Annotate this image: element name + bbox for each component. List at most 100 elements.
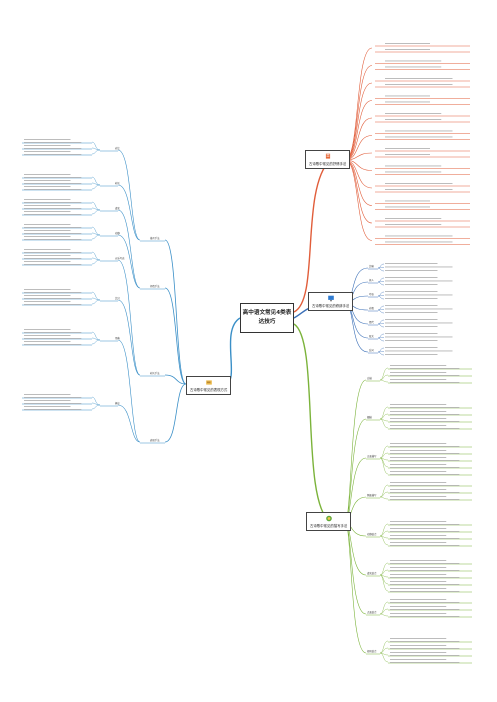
leaf-text xyxy=(385,291,438,292)
leaf-text xyxy=(390,574,447,575)
branch-rhetoric-methods[interactable]: 古诗歌中常见的修辞手法 xyxy=(308,292,354,311)
sub-label: 侧面描写 xyxy=(367,493,377,497)
leaf-text xyxy=(385,294,453,296)
edge-expression-sub xyxy=(117,299,141,376)
leaf-text xyxy=(24,151,71,152)
edge-leaf xyxy=(91,226,101,236)
edge-expression-sub xyxy=(117,259,141,376)
sub-label: 借代 xyxy=(369,320,374,324)
leaf-text xyxy=(390,538,460,539)
leaf-text xyxy=(390,659,447,660)
edge-expression-sub xyxy=(117,339,141,443)
edge-leaf xyxy=(377,351,385,356)
edge-leaf xyxy=(91,404,101,410)
leaf-text xyxy=(385,119,442,120)
branch-description-methods[interactable]: 古诗歌中常见的描写手法 xyxy=(306,512,352,531)
leaf-text xyxy=(390,375,460,376)
leaf-text xyxy=(24,239,82,240)
leaf-text xyxy=(24,205,71,206)
edge-leaf xyxy=(91,209,101,215)
edge-expression-group xyxy=(164,374,187,385)
leaf-text xyxy=(385,305,438,306)
leaf-text xyxy=(390,609,460,610)
leaf-text xyxy=(385,113,442,114)
leaf-text xyxy=(24,233,82,234)
leaf-text xyxy=(24,341,71,342)
leaf-text xyxy=(390,521,447,522)
leaf-text xyxy=(390,464,447,465)
leaf-text xyxy=(385,95,430,97)
leaf-text xyxy=(385,263,438,264)
sub-label: 动静 xyxy=(115,231,120,235)
leaf-text xyxy=(385,206,430,208)
leaf-text xyxy=(390,545,460,546)
edge-description-sub xyxy=(344,521,367,654)
leaf-text xyxy=(24,208,82,209)
leaf-text xyxy=(390,652,447,653)
leaf-text xyxy=(24,148,82,149)
branch-label: 古诗歌中常见的抒情手法 xyxy=(309,162,347,166)
leaf-text xyxy=(24,177,82,178)
leaf-text xyxy=(390,382,460,383)
edge-root-description xyxy=(293,323,331,523)
sub-label: 比兴 xyxy=(115,296,120,300)
leaf-text xyxy=(390,460,460,461)
edge-root-expression xyxy=(225,317,241,385)
leaf-text xyxy=(24,214,82,215)
edge-leaf xyxy=(379,379,389,383)
edge-leaf xyxy=(91,141,101,151)
root-topic[interactable]: 高中语文常见4类表达技巧 xyxy=(240,303,294,333)
leaf-text xyxy=(390,531,460,532)
leaf-text xyxy=(390,535,447,536)
leaf-text xyxy=(385,284,438,285)
sub-label: 虚实 xyxy=(115,206,120,210)
group-label: 衬托手法 xyxy=(150,371,160,375)
leaf-text xyxy=(24,252,82,253)
leaf-text xyxy=(24,174,71,175)
leaf-text xyxy=(24,139,71,140)
leaf-text xyxy=(390,641,460,642)
edge-leaf xyxy=(379,484,389,498)
edge-leaf xyxy=(91,396,101,406)
leaf-text xyxy=(390,421,460,422)
sub-label: 比喻 xyxy=(369,264,374,268)
leaf-text xyxy=(385,101,430,103)
leaf-text xyxy=(390,379,447,380)
edge-leaf xyxy=(379,445,389,459)
branch-expression-methods[interactable]: 古诗歌中常见的表现方式 xyxy=(186,376,232,395)
leaf-text xyxy=(390,450,447,451)
edge-leaf xyxy=(91,331,101,341)
leaf-text xyxy=(390,496,447,497)
edge-leaf xyxy=(379,613,389,617)
leaf-text xyxy=(24,189,82,190)
branch-lyric-methods[interactable]: 古诗歌中常见的抒情手法 xyxy=(305,150,351,169)
sub-label: 视听结合 xyxy=(367,649,377,653)
leaf-text xyxy=(385,165,442,167)
edge-expression-group xyxy=(164,287,187,385)
edge-leaf xyxy=(379,418,389,429)
leaf-text xyxy=(390,606,447,607)
leaf-text xyxy=(24,227,82,228)
scroll-icon xyxy=(205,380,212,385)
edge-leaf xyxy=(377,281,385,286)
leaf-text xyxy=(385,308,453,310)
leaf-text xyxy=(24,180,71,181)
group-label: 表现手法 xyxy=(150,438,160,442)
sub-label: 夸张 xyxy=(369,292,374,296)
edge-leaf xyxy=(377,295,385,300)
leaf-text xyxy=(24,338,82,339)
leaf-text xyxy=(385,266,453,268)
leaf-text xyxy=(390,418,447,419)
leaf-text xyxy=(390,581,447,582)
leaf-text xyxy=(24,255,71,256)
leaf-text xyxy=(385,333,438,334)
sub-label: 衬托 xyxy=(115,181,120,185)
leaf-text xyxy=(24,289,71,290)
edge-leaf xyxy=(91,176,101,186)
edge-leaf xyxy=(91,251,101,261)
leaf-text xyxy=(24,199,71,200)
leaf-text xyxy=(24,154,82,155)
sub-label: 拟人 xyxy=(369,278,374,282)
leaf-text xyxy=(390,648,460,649)
leaf-text xyxy=(385,218,442,219)
